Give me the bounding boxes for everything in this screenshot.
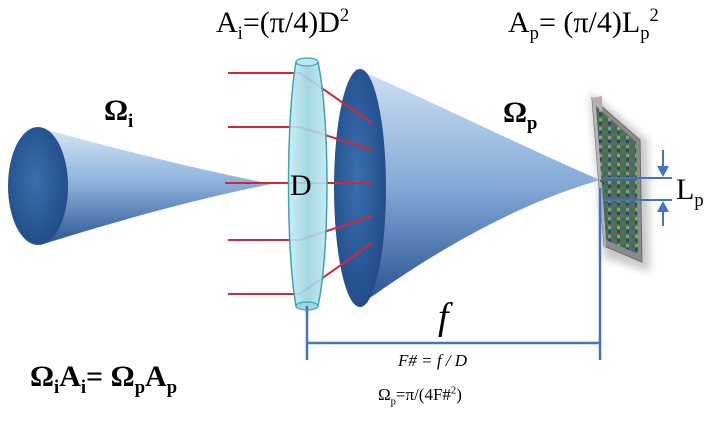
- omega-i-label: Ωi: [104, 94, 134, 132]
- output-cone: [355, 68, 600, 305]
- lens-top-rim: [295, 57, 319, 67]
- focal-length-dimension: [305, 188, 602, 360]
- omega-p-label: Ωp: [503, 96, 538, 134]
- etendue-formula: ΩiAi= ΩpAp: [30, 360, 178, 398]
- diameter-label: D: [290, 169, 312, 202]
- solid-angle-formula: Ωp=π/(4F#2): [378, 385, 462, 408]
- focus-point-line: [599, 179, 605, 185]
- input-cone: [40, 128, 272, 245]
- input-cone-base: [8, 127, 68, 245]
- pixel-size-marker: [604, 150, 672, 226]
- f-number-formula: F# = f / D: [398, 351, 468, 370]
- pixel-array: [596, 106, 638, 254]
- pixel-size-label: Lp: [676, 173, 704, 211]
- output-cone-base: [334, 69, 386, 307]
- focal-length-label: f: [438, 296, 449, 338]
- image-area-formula: Ai=(π/4)D2: [216, 5, 350, 44]
- pixel-area-formula: Ap= (π/4)Lp2: [508, 5, 659, 44]
